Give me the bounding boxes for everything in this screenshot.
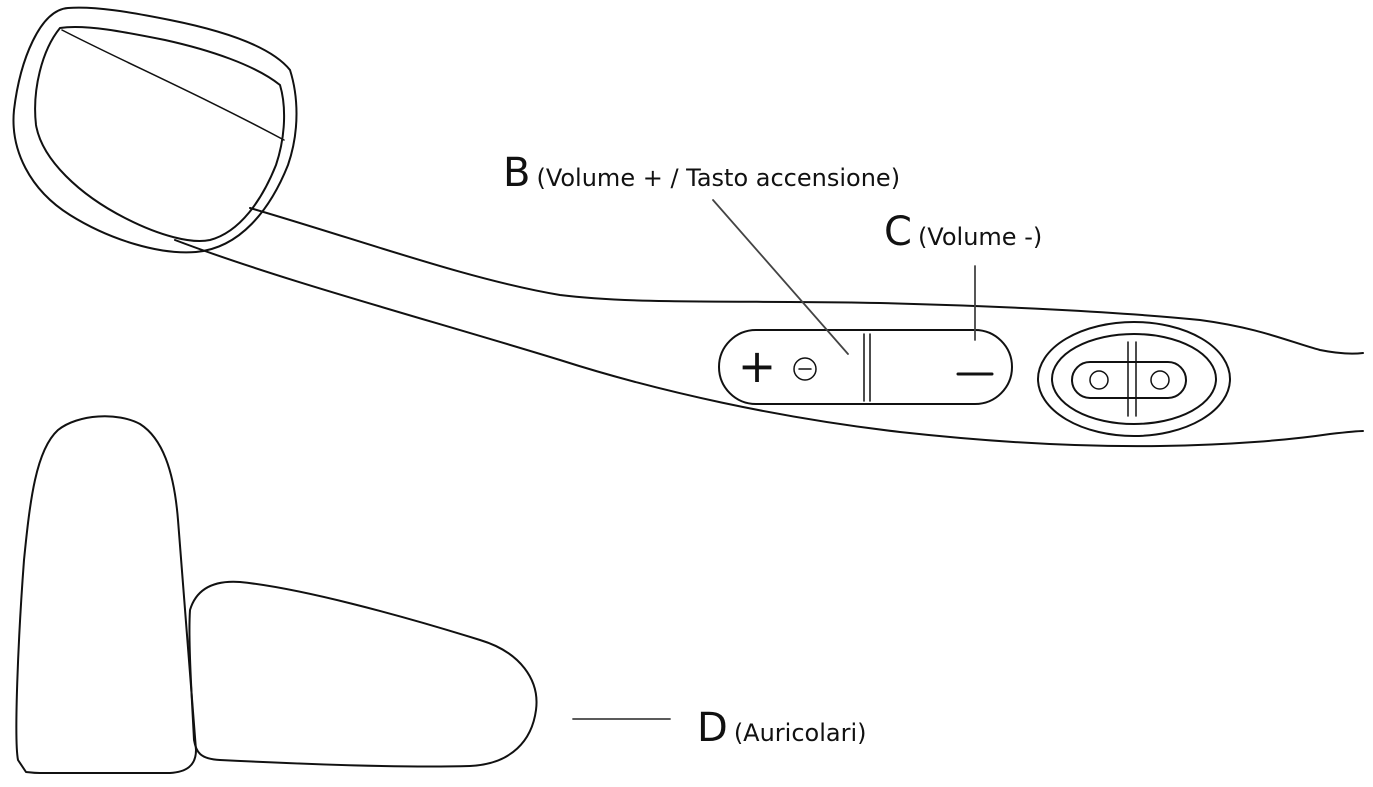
label-b-letter: B — [503, 150, 531, 196]
band-upper-edge — [249, 207, 1364, 355]
charging-port-inner — [1051, 333, 1217, 425]
transducer-pod-inner — [34, 25, 286, 242]
transducer-pod-seam — [61, 29, 285, 141]
charging-port-outer — [1037, 321, 1231, 437]
label-c-letter: C — [884, 209, 912, 255]
transducer-pod-outer — [12, 6, 298, 254]
label-d: D(Auricolari) — [697, 708, 867, 748]
leader-line-b — [712, 199, 849, 355]
earplug-lying — [188, 580, 538, 768]
label-c-text: (Volume -) — [917, 223, 1043, 251]
band-lower-edge — [174, 239, 1364, 448]
label-b: B(Volume + / Tasto accensione) — [503, 153, 900, 193]
label-d-text: (Auricolari) — [733, 719, 867, 747]
charging-contacts-housing — [1071, 361, 1187, 399]
volume-button-panel — [718, 329, 1013, 405]
label-c: C(Volume -) — [884, 212, 1042, 252]
label-d-letter: D — [697, 705, 728, 751]
earplug-standing — [15, 415, 197, 774]
power-indicator-icon — [793, 357, 817, 381]
charging-contact-right-icon — [1150, 370, 1170, 390]
volume-plus-icon[interactable]: + — [738, 339, 777, 393]
label-b-text: (Volume + / Tasto accensione) — [536, 164, 901, 192]
charging-contact-left-icon — [1089, 370, 1109, 390]
